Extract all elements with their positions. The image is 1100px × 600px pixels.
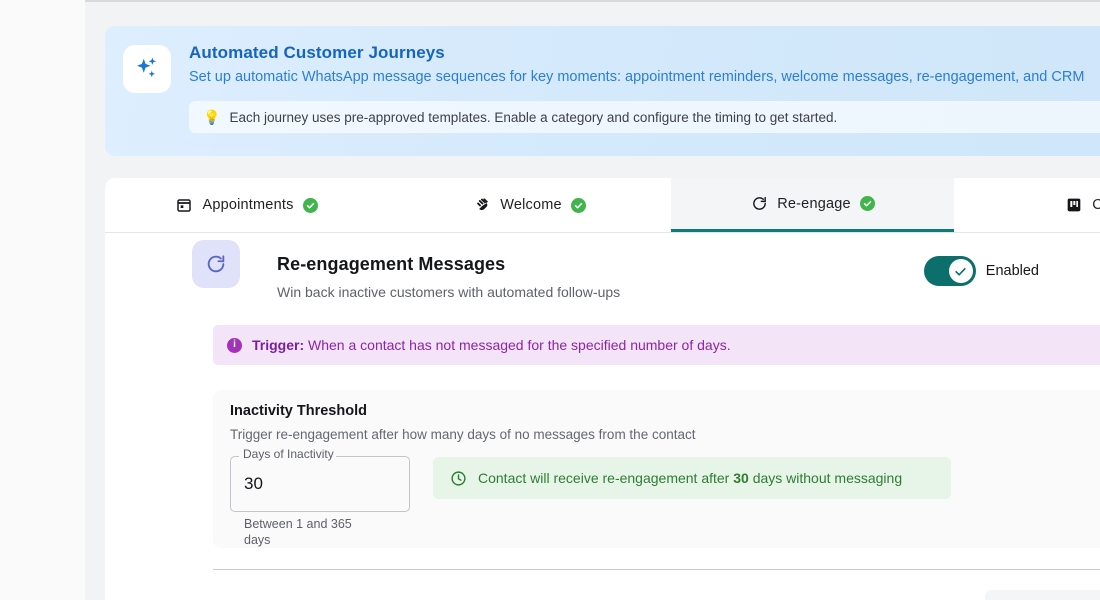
kanban-board-icon <box>1065 196 1083 214</box>
enabled-check-icon <box>570 197 586 213</box>
field-helper-text: Between 1 and 365 days <box>244 517 352 547</box>
inactivity-threshold-card: Inactivity Threshold Trigger re-engageme… <box>213 390 1100 548</box>
automated-journeys-banner: Automated Customer Journeys Set up autom… <box>105 26 1100 156</box>
tab-label: Appointments <box>202 197 294 213</box>
banner-tip-text: Each journey uses pre-approved templates… <box>229 109 838 125</box>
enabled-check-icon <box>302 197 318 213</box>
trigger-banner: i Trigger: When a contact has not messag… <box>213 325 1100 365</box>
summary-prefix: Contact will receive re-engagement after <box>478 470 730 486</box>
trigger-label: Trigger: <box>252 337 305 353</box>
enable-toggle[interactable] <box>923 256 976 286</box>
tab-label: Welcome <box>500 197 562 213</box>
summary-suffix: days without messaging <box>752 470 903 486</box>
footer-action-button[interactable] <box>985 590 1100 600</box>
page-subtitle: Win back inactive customers with automat… <box>277 284 621 300</box>
tab-re-engage[interactable]: Re-engage <box>671 178 954 232</box>
refresh-icon <box>750 195 768 213</box>
toggle-label: Enabled <box>985 263 1039 279</box>
days-of-inactivity-label: Days of Inactivity <box>243 447 334 461</box>
summary-days: 30 <box>733 470 749 486</box>
banner-tip: 💡 Each journey uses pre-approved templat… <box>189 101 1100 133</box>
sparkles-icon <box>123 45 171 93</box>
toggle-knob <box>948 259 973 283</box>
re-engagement-summary-banner: Contact will receive re-engagement after… <box>433 457 951 499</box>
inactivity-title: Inactivity Threshold <box>230 403 367 419</box>
tab-appointments[interactable]: Appointments <box>105 178 388 232</box>
inactivity-description: Trigger re-engagement after how many day… <box>230 427 696 442</box>
days-of-inactivity-field[interactable]: Days of Inactivity Days of Inactivity <box>230 447 410 512</box>
tab-welcome[interactable]: Welcome <box>388 178 671 232</box>
footer-divider <box>213 569 1100 570</box>
tab-crm[interactable]: CRM <box>954 178 1100 232</box>
main-panel: Automated Customer Journeys Set up autom… <box>85 0 1100 600</box>
trigger-description: When a contact has not messaged for the … <box>308 337 731 353</box>
tab-label: CRM <box>1092 197 1100 213</box>
page-title: Re-engagement Messages <box>277 254 506 274</box>
calendar-icon <box>175 196 193 214</box>
info-icon: i <box>227 337 242 353</box>
clock-icon <box>450 470 467 487</box>
days-of-inactivity-input[interactable] <box>230 456 410 512</box>
enabled-check-icon <box>859 196 875 211</box>
banner-subtitle: Set up automatic WhatsApp message sequen… <box>189 69 1085 85</box>
banner-title: Automated Customer Journeys <box>189 43 445 62</box>
wave-hand-icon <box>473 196 491 214</box>
lightbulb-icon: 💡 <box>203 109 221 125</box>
tab-label: Re-engage <box>777 195 851 212</box>
journey-tabs: Appointments <box>105 178 1100 233</box>
section-refresh-icon <box>192 240 240 288</box>
summary-text: Contact will receive re-engagement after… <box>478 470 902 486</box>
trigger-text: Trigger: When a contact has not messaged… <box>252 337 731 353</box>
enable-toggle-group[interactable]: Enabled <box>923 256 1039 286</box>
